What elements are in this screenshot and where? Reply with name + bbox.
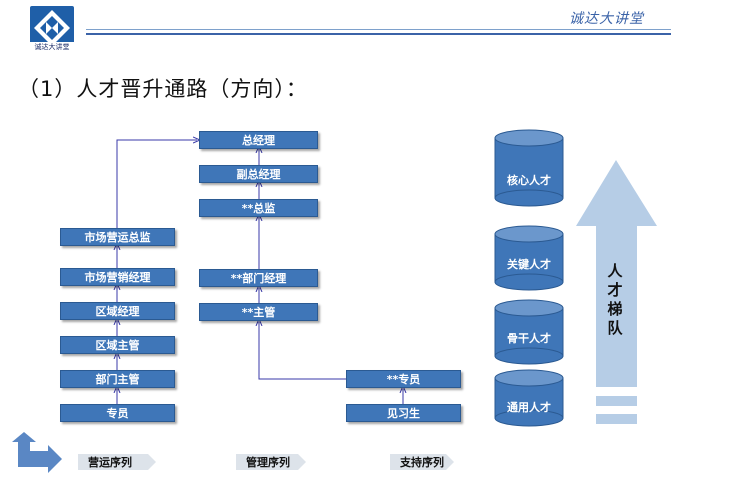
ladder-label: 人才梯队 — [607, 262, 623, 337]
box-support-trainee: 见习生 — [346, 404, 461, 422]
cylinder-general — [494, 369, 564, 427]
box-mgmt-department-manager: **部门经理 — [199, 269, 318, 287]
box-ops-regional-manager: 区域经理 — [60, 302, 175, 320]
tier-cylinders — [494, 129, 564, 427]
tier-core-label: 核心人才 — [507, 174, 551, 187]
series-label-tails — [148, 454, 454, 470]
support-connectors — [259, 322, 403, 404]
header-divider-thick — [86, 33, 671, 35]
logo-caption: 诚达大讲堂 — [30, 42, 74, 52]
cylinder-core — [494, 129, 564, 207]
tier-key-label: 关键人才 — [507, 258, 551, 271]
box-mgmt-general-manager: 总经理 — [199, 131, 318, 149]
box-support-specialist: **专员 — [346, 370, 461, 388]
tier-general-label: 通用人才 — [507, 401, 551, 414]
box-mgmt-director: **总监 — [199, 199, 318, 217]
series-label-support: 支持序列 — [390, 454, 446, 470]
box-ops-regional-supervisor: 区域主管 — [60, 336, 175, 354]
operations-connectors — [117, 140, 197, 404]
series-label-management: 管理序列 — [236, 454, 298, 470]
tier-backbone-label: 骨干人才 — [507, 332, 551, 345]
box-ops-marketing-ops-director: 市场营运总监 — [60, 228, 175, 246]
series-label-operations: 营运序列 — [78, 454, 148, 470]
box-ops-marketing-manager: 市场营销经理 — [60, 268, 175, 286]
bent-arrow-icon — [12, 432, 62, 473]
page-title: （1）人才晋升通路（方向）： — [18, 77, 308, 101]
box-ops-specialist: 专员 — [60, 404, 175, 422]
cylinder-key — [494, 225, 564, 291]
brand-name: 诚达大讲堂 — [569, 11, 644, 27]
header-divider — [86, 29, 671, 30]
box-ops-department-supervisor: 部门主管 — [60, 370, 175, 388]
box-mgmt-deputy-gm: 副总经理 — [199, 165, 318, 183]
box-mgmt-supervisor: **主管 — [199, 303, 318, 321]
talent-ladder-arrow-icon — [576, 160, 657, 424]
cylinder-backbone — [494, 299, 564, 365]
